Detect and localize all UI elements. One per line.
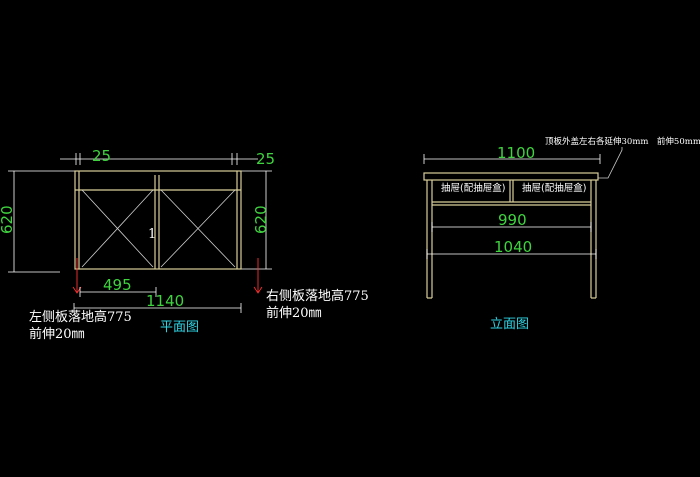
plan-cabinet-outline xyxy=(74,170,242,270)
plan-total-dimension xyxy=(73,303,242,313)
elevation-cabinet xyxy=(423,172,599,299)
plan-depth-dim-left: 620 xyxy=(0,205,16,234)
plan-top-dimension xyxy=(60,153,258,165)
elevation-drawer-left-label: 抽屉(配抽屉盒) xyxy=(441,182,505,194)
elevation-inner-width-dim: 990 xyxy=(498,211,527,229)
plan-view-label: 平面图 xyxy=(160,320,199,335)
plan-right-panel-note: 右侧板落地高775 xyxy=(266,288,369,304)
plan-depth-dim-right: 620 xyxy=(252,205,270,234)
elevation-inner-dimension xyxy=(431,222,592,232)
elevation-body-dimension xyxy=(426,249,597,259)
plan-door-right xyxy=(160,189,236,268)
plan-left-overhang-dim: 25 xyxy=(92,147,111,165)
plan-total-width-dim: 1140 xyxy=(146,292,184,310)
elevation-note-leader xyxy=(598,147,623,179)
plan-red-leaders xyxy=(72,258,263,294)
plan-left-extend-note: 前伸20㎜ xyxy=(29,326,85,342)
elevation-top-dimension xyxy=(423,154,601,164)
elevation-body-width-dim: 1040 xyxy=(494,238,532,256)
elevation-view-label: 立面图 xyxy=(490,317,529,332)
plan-door-width-dim: 495 xyxy=(103,276,132,294)
plan-door-dimension xyxy=(79,287,157,297)
plan-door-left xyxy=(81,189,154,268)
plan-view: 25 25 620 620 xyxy=(0,147,369,342)
plan-right-extend-note: 前伸20㎜ xyxy=(266,305,322,321)
elevation-top-width-dim: 1100 xyxy=(497,144,535,162)
elevation-view: 顶板外盖左右各延伸30mm 前伸50mm 1100 抽屉(配抽屉盒) 抽屉(配抽… xyxy=(423,136,700,332)
elevation-top-note: 顶板外盖左右各延伸30mm 前伸50mm xyxy=(545,136,700,147)
elevation-drawer-right-label: 抽屉(配抽屉盒) xyxy=(522,182,586,194)
plan-left-panel-note: 左侧板落地高775 xyxy=(29,309,132,325)
plan-right-depth-dimension xyxy=(240,170,272,270)
plan-left-depth-dimension xyxy=(8,170,75,273)
plan-handle-mark: 1 xyxy=(148,227,156,242)
plan-right-overhang-dim: 25 xyxy=(256,150,275,168)
